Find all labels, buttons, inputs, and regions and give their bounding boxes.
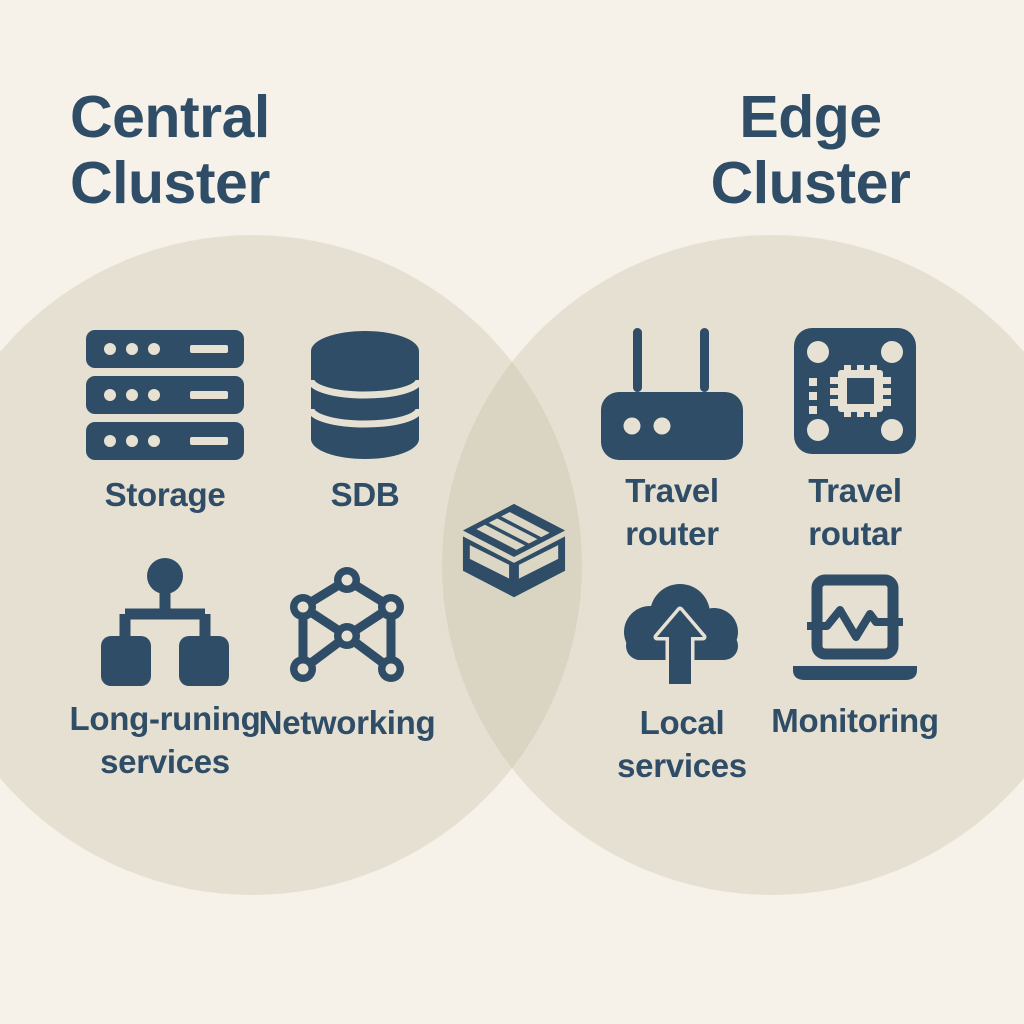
item-monitoring: Monitoring [755, 574, 955, 743]
item-label: Travel router [625, 470, 719, 556]
label-line: routar [808, 514, 902, 552]
label-line: SDB [330, 476, 400, 513]
item-label: Storage [105, 474, 226, 517]
network-graph-icon [290, 567, 404, 682]
overlap-package [454, 500, 574, 610]
item-travel-router: Travel router [572, 328, 772, 556]
item-long-running-services: Long-runing services [55, 556, 275, 784]
label-line: Long-runing [69, 700, 261, 737]
label-line: services [100, 742, 230, 780]
hierarchy-icon [101, 558, 229, 686]
item-travel-routar: Travel routar [755, 328, 955, 556]
cloud-upload-icon [624, 584, 738, 688]
label-line: router [625, 514, 719, 552]
server-rack-icon [86, 330, 244, 460]
laptop-monitor-icon [793, 574, 917, 680]
item-local-services: Local services [582, 572, 782, 788]
item-storage: Storage [65, 330, 265, 517]
title-line: Cluster [710, 150, 911, 217]
item-networking: Networking [247, 566, 447, 745]
title-line: Cluster [70, 150, 270, 217]
circuit-board-icon [794, 328, 916, 454]
database-icon [309, 331, 421, 459]
item-label: Long-runing services [70, 698, 261, 784]
wifi-router-icon [601, 328, 743, 460]
item-sdb: SDB [265, 330, 465, 517]
package-crate-icon [462, 503, 566, 598]
label-line: Local [639, 704, 725, 741]
item-label: Networking [259, 702, 436, 745]
item-label: Local services [617, 702, 747, 788]
label-line: Networking [258, 704, 436, 741]
label-line: Travel [625, 472, 719, 509]
item-label: SDB [331, 474, 400, 517]
title-line: Central [70, 84, 270, 150]
item-label: Travel routar [808, 470, 902, 556]
central-cluster-title: Central Cluster [70, 84, 270, 216]
edge-cluster-title: Edge Cluster [688, 84, 933, 216]
item-label: Monitoring [771, 700, 939, 743]
label-line: Travel [808, 472, 902, 509]
label-line: Monitoring [771, 702, 939, 739]
label-line: Storage [104, 476, 226, 513]
label-line: services [617, 746, 747, 784]
title-line: Edge [739, 84, 882, 150]
